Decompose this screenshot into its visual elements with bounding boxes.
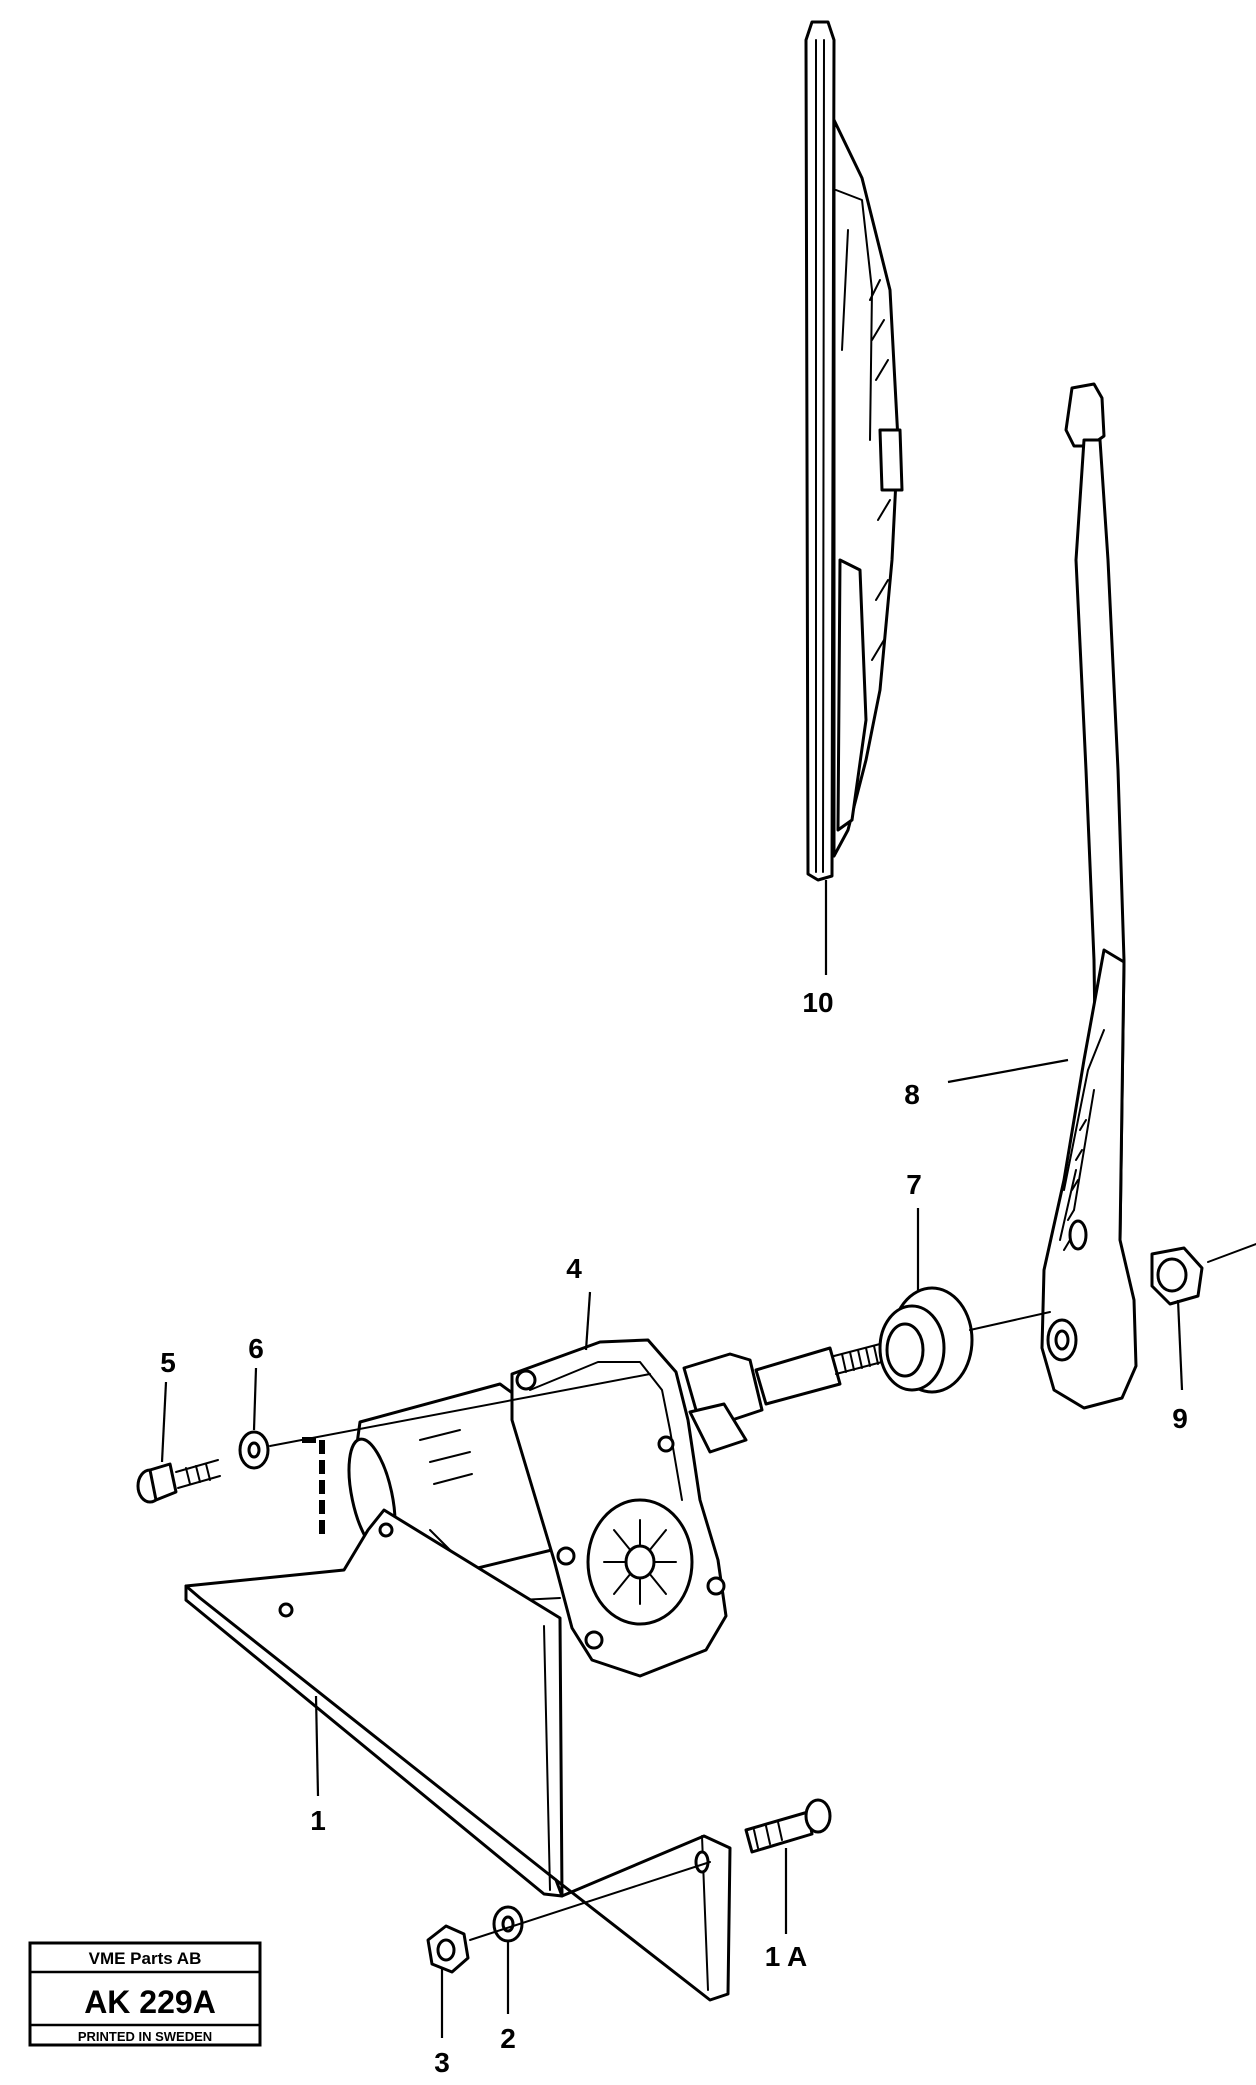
bracket-part-1	[184, 1508, 732, 2002]
wiper-blade-part-10	[804, 20, 904, 882]
callout-4: 4	[566, 1253, 582, 1284]
stamp-company: VME Parts AB	[89, 1949, 202, 1968]
parts-stamp-box: VME Parts AB AK 229A PRINTED IN SWEDEN	[28, 1941, 262, 2047]
washer-part-6	[238, 1430, 270, 1470]
nut-part-9	[1150, 1246, 1204, 1306]
stamp-code: AK 229A	[84, 1984, 216, 2020]
grommet-part-7	[878, 1286, 974, 1394]
callout-3: 3	[434, 2047, 450, 2078]
callout-10: 10	[802, 987, 833, 1018]
bolt-part-1a	[744, 1798, 832, 1854]
callout-1: 1	[310, 1805, 326, 1836]
callout-8: 8	[904, 1079, 920, 1110]
callout-1a: 1 A	[765, 1941, 808, 1972]
wiper-arm-part-8	[1040, 382, 1138, 1410]
screw-part-5	[136, 1459, 221, 1504]
callout-6: 6	[248, 1333, 264, 1364]
callout-2: 2	[500, 2023, 516, 2054]
nut-part-3	[426, 1924, 470, 1974]
callout-7: 7	[906, 1169, 922, 1200]
stamp-footer: PRINTED IN SWEDEN	[78, 2029, 212, 2044]
callout-9: 9	[1172, 1403, 1188, 1434]
callout-5: 5	[160, 1347, 176, 1378]
